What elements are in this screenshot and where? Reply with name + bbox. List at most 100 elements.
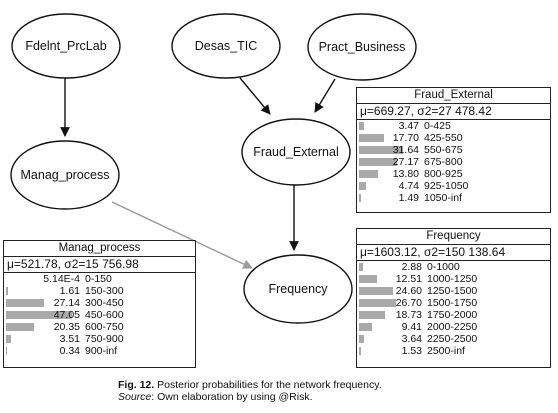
probability-range: 2000-2250 <box>427 321 478 333</box>
probability-bar <box>359 263 364 271</box>
probability-row: 31.64 550-675 <box>357 144 550 156</box>
probability-value: 20.35 <box>53 321 80 333</box>
edge-desas-fraud <box>239 77 271 115</box>
manag-process-box-stats: μ=521.78, σ2=15 756.98 <box>4 257 195 273</box>
probability-bar <box>359 323 373 331</box>
manag-process-box-title: Manag_process <box>4 241 195 257</box>
probability-range: 900-inf <box>85 345 118 357</box>
node-frequency <box>243 254 353 324</box>
probability-value: 9.41 <box>401 321 422 333</box>
probability-row: 5.14E-4 0-150 <box>4 273 195 285</box>
probability-bar <box>359 122 364 130</box>
probability-bar <box>359 170 379 178</box>
probability-value: 2.88 <box>401 261 422 273</box>
probability-bar <box>6 323 35 331</box>
manag-process-probability-box: Manag_process μ=521.78, σ2=15 756.98 5.1… <box>3 240 196 368</box>
probability-range: 1250-1500 <box>427 285 478 297</box>
probability-value: 13.80 <box>392 168 419 180</box>
probability-row: 27.14 300-450 <box>4 297 195 309</box>
edge-pract-fraud <box>314 78 336 113</box>
probability-value: 24.60 <box>395 285 422 297</box>
node-fraud-external <box>241 118 351 186</box>
probability-value: 5.14E-4 <box>43 273 80 285</box>
probability-bar <box>359 158 398 166</box>
probability-range: 550-675 <box>424 144 463 156</box>
probability-row: 47.05 450-600 <box>4 309 195 321</box>
probability-bar <box>6 299 44 307</box>
probability-value: 17.70 <box>392 132 419 144</box>
probability-bar <box>6 311 72 319</box>
probability-value: 27.17 <box>392 156 419 168</box>
probability-bar <box>6 335 11 343</box>
node-pract-business <box>307 13 417 81</box>
probability-value: 27.14 <box>53 297 80 309</box>
probability-bar <box>359 194 362 202</box>
fraud-external-probability-box: Fraud_External μ=669.27, σ2=27 478.42 3.… <box>356 87 551 213</box>
probability-value: 1.49 <box>398 192 419 204</box>
node-manag-process <box>10 140 120 210</box>
probability-bar <box>359 347 362 355</box>
probability-value: 26.70 <box>395 297 422 309</box>
probability-row: 26.70 1500-1750 <box>357 297 550 309</box>
probability-bar <box>359 335 365 343</box>
frequency-box-title: Frequency <box>357 229 550 245</box>
probability-range: 1000-1250 <box>427 273 478 285</box>
probability-range: 675-800 <box>424 156 463 168</box>
probability-range: 300-450 <box>85 297 124 309</box>
probability-row: 13.80 800-925 <box>357 168 550 180</box>
probability-row: 20.35 600-750 <box>4 321 195 333</box>
node-desas-tic <box>171 13 281 79</box>
node-fraud-external-label: Fraud_External <box>253 145 338 159</box>
source-text: : Own elaboration by using @Risk. <box>151 391 313 403</box>
probability-range: 0-150 <box>85 273 112 285</box>
probability-range: 600-750 <box>85 321 124 333</box>
probability-row: 24.60 1250-1500 <box>357 285 550 297</box>
probability-bar <box>359 275 377 283</box>
caption-text: Posterior probabilities for the network … <box>157 379 382 391</box>
node-fdelnt-prclab-label: Fdelnt_PrcLab <box>25 39 106 53</box>
probability-value: 0.34 <box>59 345 80 357</box>
probability-range: 1050-inf <box>424 192 462 204</box>
probability-value: 1.61 <box>59 285 80 297</box>
probability-value: 12.51 <box>395 273 422 285</box>
probability-row: 3.47 0-425 <box>357 120 550 132</box>
probability-range: 1500-1750 <box>427 297 478 309</box>
node-pract-business-label: Pract_Business <box>319 40 406 54</box>
probability-value: 3.47 <box>398 120 419 132</box>
probability-value: 31.64 <box>392 144 419 156</box>
fraud-external-box-title: Fraud_External <box>357 88 550 104</box>
probability-value: 4.74 <box>398 180 419 192</box>
node-desas-tic-label: Desas_TIC <box>195 39 258 53</box>
figure-caption: Fig. 12. Posterior probabilities for the… <box>118 379 382 403</box>
probability-value: 47.05 <box>53 309 80 321</box>
probability-range: 450-600 <box>85 309 124 321</box>
probability-range: 0-425 <box>424 120 451 132</box>
probability-range: 750-900 <box>85 333 124 345</box>
probability-bar <box>359 182 366 190</box>
probability-bar <box>359 299 397 307</box>
probability-row: 12.51 1000-1250 <box>357 273 550 285</box>
probability-bar <box>359 146 404 154</box>
node-frequency-label: Frequency <box>268 282 328 296</box>
probability-range: 2250-2500 <box>427 333 478 345</box>
frequency-box-stats: μ=1603.12, σ2=150 138.64 <box>357 245 550 261</box>
probability-range: 800-925 <box>424 168 463 180</box>
probability-range: 2500-inf <box>427 345 465 357</box>
probability-row: 27.17 675-800 <box>357 156 550 168</box>
probability-range: 1750-2000 <box>427 309 478 321</box>
probability-row: 1.49 1050-inf <box>357 192 550 204</box>
source-label: Source <box>118 391 152 403</box>
caption-line: Fig. 12. Posterior probabilities for the… <box>118 379 382 391</box>
